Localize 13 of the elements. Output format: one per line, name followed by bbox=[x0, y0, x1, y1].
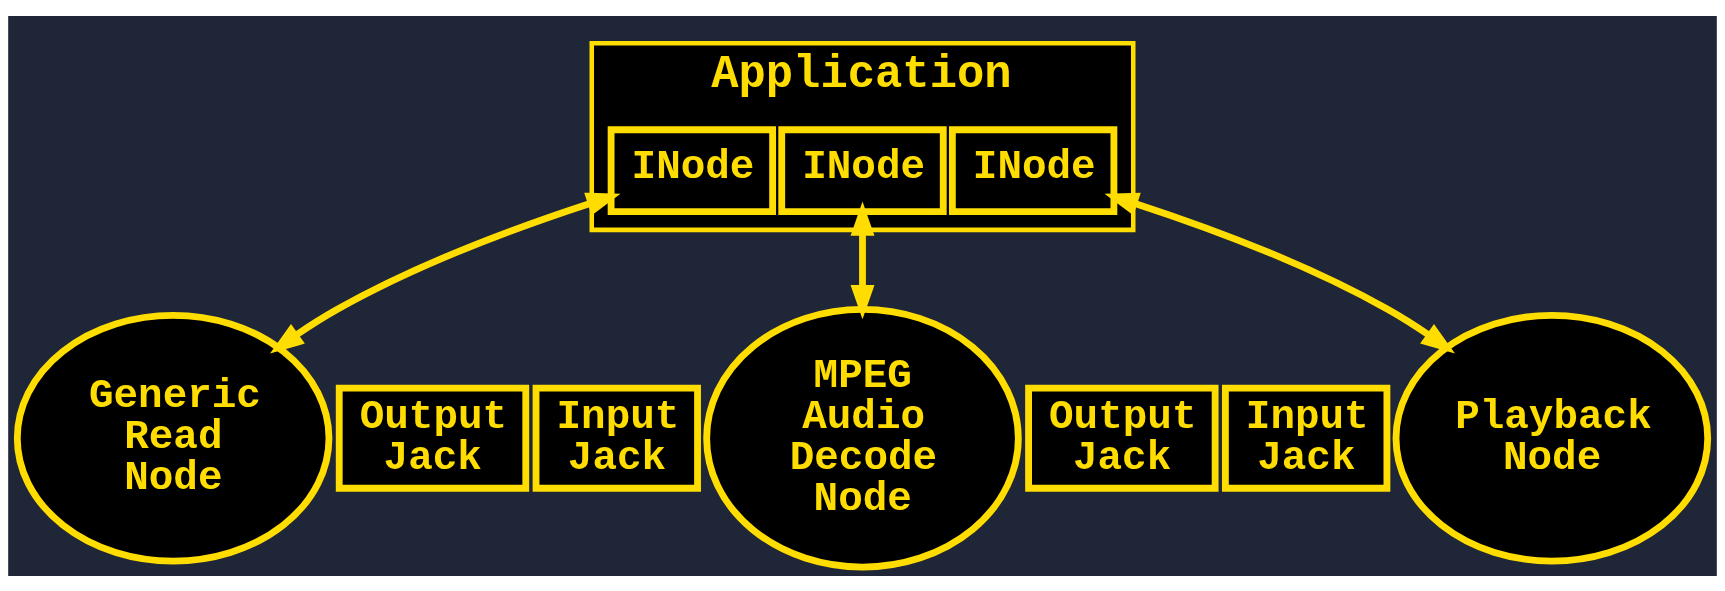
node-box: Output Jack bbox=[335, 384, 530, 492]
node-box: Output Jack bbox=[1025, 384, 1219, 492]
arrow bbox=[1104, 192, 1455, 354]
node-box: INode bbox=[948, 125, 1118, 215]
node-box: INode bbox=[778, 125, 947, 215]
arrow bbox=[850, 200, 875, 319]
node-ellipse: Generic Read Node bbox=[13, 311, 333, 564]
node-box: Input Jack bbox=[1221, 384, 1391, 492]
arrow bbox=[270, 192, 621, 354]
node-ellipse: Playback Node bbox=[1392, 311, 1712, 564]
node-box: Input Jack bbox=[532, 384, 701, 492]
node-ellipse: MPEG Audio Decode Node bbox=[703, 305, 1022, 570]
node-box: INode bbox=[607, 125, 777, 215]
